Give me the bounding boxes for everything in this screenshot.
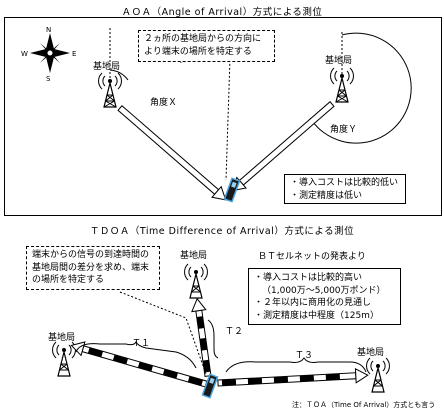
tdoa-summary-box: ・導入コストは比較的高い （1,000万～5,000万ポンド） ・２年以内に商用… xyxy=(248,268,401,325)
footnote: 注：ＴＯＡ（Time Of Arrival）方式とも言う xyxy=(292,401,436,409)
signal-path-t3 xyxy=(217,367,369,387)
aoa-summary-box: ・導入コストは比較的低い ・測定精度は低い xyxy=(284,174,406,204)
t1-bracket xyxy=(75,340,197,369)
aoa-bullet: ・測定精度は低い xyxy=(290,190,363,201)
tdoa-bullet: ・２年以内に商用化の見通し xyxy=(254,298,372,308)
compass-east-label: E xyxy=(72,50,77,58)
angle-y-arc xyxy=(309,32,412,144)
tdoa-station-left-label: 基地局 xyxy=(48,333,76,343)
t1-label: Ｔ１ xyxy=(132,339,151,349)
tdoa-title: ＴＤＯＡ（Time Difference of Arrival）方式による測位 xyxy=(89,226,355,237)
base-station-icon xyxy=(52,341,76,377)
tdoa-callout-line: 基地局間の差分を求め、端末 xyxy=(32,262,150,273)
t3-label: Ｔ３ xyxy=(295,351,314,361)
t2-label: Ｔ２ xyxy=(225,327,244,337)
aoa-bullet: ・導入コストは比較的低い xyxy=(290,178,399,188)
t2-bracket xyxy=(207,319,219,359)
aoa-station-right-label: 基地局 xyxy=(325,56,353,66)
mobile-terminal-icon xyxy=(201,373,219,399)
report-title: ＢＴセルネットの発表より xyxy=(258,252,366,262)
compass-west-label: W xyxy=(21,50,28,58)
tdoa-callout-line: の場所を特定する xyxy=(32,275,105,285)
aoa-callout-line: ２ヵ所の基地局からの方向に xyxy=(144,34,262,44)
aoa-callout-line: より端末の場所を特定する xyxy=(144,46,252,57)
compass-south-label: S xyxy=(46,75,51,83)
aoa-callout: ２ヵ所の基地局からの方向に より端末の場所を特定する xyxy=(138,30,275,62)
angle-y-label: 角度Ｙ xyxy=(330,125,358,135)
tdoa-station-right-label: 基地局 xyxy=(357,348,385,358)
aoa-station-left-label: 基地局 xyxy=(93,62,121,72)
base-station-icon xyxy=(98,72,122,108)
tdoa-station-top-label: 基地局 xyxy=(180,251,208,261)
tdoa-bullet: ・導入コストは比較的高い xyxy=(254,273,363,283)
t3-bracket xyxy=(225,357,367,373)
base-station-icon xyxy=(330,67,354,103)
base-station-icon xyxy=(366,357,390,393)
tdoa-bullet: （1,000万～5,000万ポンド） xyxy=(262,285,386,296)
signal-path-t1 xyxy=(70,341,208,388)
angle-x-label: 角度Ｘ xyxy=(150,98,178,108)
signal-arrow xyxy=(117,105,227,201)
mobile-terminal-icon xyxy=(223,177,241,203)
tdoa-callout-line: 端末からの信号の到達時間の xyxy=(32,250,150,260)
aoa-title: ＡＯＡ（Angle of Arrival）方式による測位 xyxy=(121,7,323,18)
callout-pointer xyxy=(179,57,231,181)
tdoa-bullet: ・測定精度は中程度（125m） xyxy=(254,310,379,321)
base-station-icon xyxy=(184,263,208,299)
compass-north-label: N xyxy=(46,26,52,34)
tdoa-callout: 端末からの信号の到達時間の 基地局間の差分を求め、端末 の場所を特定する xyxy=(26,246,160,290)
angle-x-arc xyxy=(109,69,129,81)
compass-icon xyxy=(30,33,70,73)
